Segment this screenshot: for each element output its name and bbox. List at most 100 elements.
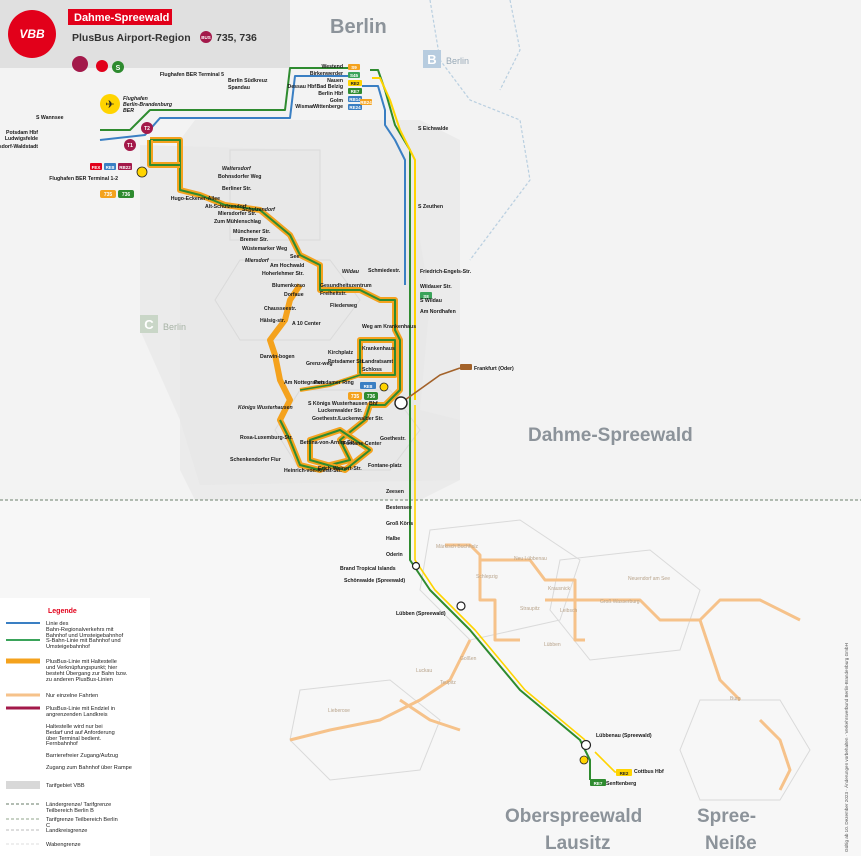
station-label: Flughafen BER Terminal 1-2 (49, 176, 118, 182)
bus-badge-text: BUS (201, 35, 211, 40)
station-label: Freiheitstr. (320, 291, 347, 297)
station-label: Krankenhaus (362, 346, 395, 352)
legend-row: Landkreisgrenze (6, 828, 87, 834)
terminal-t1-text: T1 (127, 143, 133, 149)
legend-row: Tarifgebiet VBB (6, 781, 85, 789)
station-label: Friedrich-Engels-Str. (420, 269, 472, 275)
legend-text: Tarifgrenze Teilbereich Berlin (46, 817, 118, 823)
faint-place-label: Groß Wasserburg (600, 599, 640, 605)
station-label: Am Hochwald (270, 263, 304, 269)
badge-fex: FEX (92, 165, 101, 170)
station-label: S Königs Wusterhausen Bhf (308, 401, 378, 407)
place-miersdorf: Miersdorf (245, 258, 270, 264)
station-label: Hälsig-str. (260, 318, 286, 324)
zone-c: C (144, 317, 154, 332)
badge-s45: S45 (350, 73, 359, 78)
station-label: Hugo-Eckener-Allee (171, 196, 220, 202)
bus-badge (200, 31, 212, 43)
station-label: Berliner Str. (222, 186, 252, 192)
zone-b: B (427, 52, 436, 67)
station-label: Chausseestr. (264, 306, 297, 312)
place-schulzendorf: Schulzendorf (242, 207, 276, 213)
station-label: Ludwigsfelde (5, 136, 38, 142)
faint-bus-network (289, 543, 801, 791)
terminal-t1-badge (124, 139, 136, 151)
station-label: Zeesen (386, 489, 404, 495)
station-label: Bad Belzig (316, 84, 343, 90)
legend-row: S-Bahn-Linie mit Bahnhof undUmsteigebahn… (6, 638, 121, 650)
label-spree: Spree- (697, 806, 756, 827)
station-label: Berlin Südkreuz (228, 78, 268, 84)
legend-text: PlusBus-Linie mit Haltestelle (46, 659, 117, 665)
terminal-t2-badge (141, 122, 153, 134)
station-label: Lübbenau (Spreewald) (596, 733, 652, 739)
station-label: Golm (330, 98, 344, 104)
legend-text: Haltestelle wird nur bei (46, 724, 103, 730)
legend-text: Teilbereich Berlin B (46, 808, 94, 814)
station-label: Gesundheitszentrum (320, 283, 372, 289)
station-label: Goethestr./Luckenwalder Str. (312, 416, 384, 422)
legend-text: S-Bahn-Linie mit Bahnhof und (46, 638, 121, 644)
faint-place-label: Burg (730, 696, 741, 702)
station-label: S Eichwalde (418, 126, 448, 132)
faint-place-label: Golßen (460, 656, 477, 662)
legend-text: Wabengrenze (46, 842, 81, 848)
station-label: Wittenberge (313, 104, 343, 110)
station-label: Fontane-Center (343, 441, 381, 447)
badge-re8: RE8 (364, 384, 373, 389)
station-label: Potsdamer Str. (328, 359, 365, 365)
legend-text: Landkreisgrenze (46, 828, 87, 834)
plusbus-network (147, 137, 403, 473)
legend-text: C (46, 823, 50, 829)
station-label: Hoherlehmer Str. (262, 271, 304, 277)
station-label: Cottbus Hbf (634, 769, 664, 775)
station-label: Fontane-platz (368, 463, 402, 469)
faint-place-label: Lieberose (328, 708, 350, 714)
airport-label-2: Berlin-Brandenburg (123, 102, 173, 108)
label-oberspreewald: Oberspreewald (505, 806, 642, 827)
legend-text: über Terminal bedient. (46, 736, 102, 742)
station-label: A 10 Center (292, 321, 321, 327)
station-label: S Zeuthen (418, 204, 443, 210)
badge-re7: RE7 (594, 781, 603, 786)
faint-place-label: Märkisch Buchholz (436, 544, 478, 550)
station-label: Bettina-von-Arnim-Str. (300, 440, 356, 446)
airplane-glyph: ✈ (105, 99, 114, 111)
faint-place-label: Lübben (544, 642, 561, 648)
badge-s9: S9 (351, 65, 357, 70)
station-label: Lübben (Spreewald) (396, 611, 446, 617)
station-label: Brand Tropical Islands (340, 566, 396, 572)
station-label: Berlin Hbf (318, 91, 343, 97)
station-label: Schönwalde (Spreewald) (344, 578, 405, 584)
badge-736: 736 (122, 192, 131, 198)
badge-735-kw: 735 (351, 394, 360, 400)
legend-text: besteht Übergang zur Bahn bzw. (46, 670, 128, 677)
station-label: Grenz-weg (306, 361, 333, 367)
station-label: Wüstemarker Weg (242, 246, 287, 252)
badge-re2: RE2 (620, 771, 629, 776)
faint-place-label: Luckau (416, 668, 432, 674)
station-label: Potsdam Hbf (6, 130, 38, 136)
region-title-box (68, 9, 172, 25)
plusbus-logos: S (72, 56, 124, 73)
station-label: Am Nordhafen (420, 309, 456, 315)
station-label: Goethestr. (380, 436, 406, 442)
airplane-icon (100, 94, 120, 114)
legend-text: Nur einzelne Fahrten (46, 693, 98, 699)
station-label: Schloss (362, 367, 382, 373)
station-label: Bestensee (386, 505, 412, 511)
legend-text: und Verknüpfungspunkt; hier (46, 665, 117, 671)
badge-735: 735 (104, 192, 113, 198)
badge-rb24: RB24 (360, 100, 372, 105)
station-label: Flughafen BER Terminal 5 (160, 72, 224, 78)
legend-text: PlusBus-Linie mit Endziel in (46, 706, 115, 712)
badge-re2-top: RE2 (351, 81, 360, 86)
legend-text: Bahnhof und Umsteigebahnhof (46, 633, 124, 639)
vbb-logo-text: VBB (19, 27, 45, 41)
svg-text:S: S (116, 65, 121, 72)
